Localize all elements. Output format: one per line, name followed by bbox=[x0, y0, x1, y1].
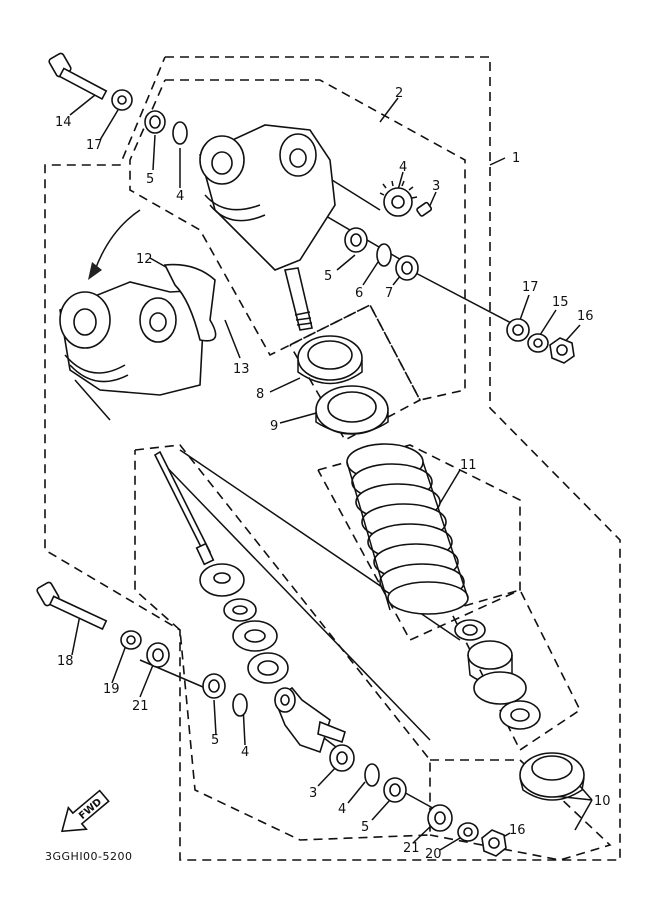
callout-4: 4 bbox=[338, 802, 346, 817]
callout-20: 20 bbox=[425, 847, 442, 862]
callout-21: 21 bbox=[132, 699, 149, 714]
upper-bolt bbox=[48, 52, 108, 101]
callout-6: 6 bbox=[355, 286, 363, 301]
adjuster-gear-4 bbox=[379, 180, 418, 217]
callout-4: 4 bbox=[399, 160, 407, 175]
collar-21-right bbox=[427, 804, 453, 832]
lower-mount-outline bbox=[429, 759, 612, 861]
callout-16: 16 bbox=[577, 309, 594, 324]
callout-11: 11 bbox=[460, 458, 477, 473]
adjuster-ring-8 bbox=[297, 335, 363, 385]
callout-18: 18 bbox=[57, 654, 74, 669]
callout-15: 15 bbox=[552, 295, 569, 310]
callout-5: 5 bbox=[324, 269, 332, 284]
callout-5: 5 bbox=[211, 733, 219, 748]
circlip-4-lower bbox=[232, 693, 248, 717]
bump-stop-10 bbox=[519, 752, 585, 801]
lower-bolt-18 bbox=[36, 581, 108, 631]
assembly-outline-1 bbox=[44, 56, 621, 861]
callout-8: 8 bbox=[256, 387, 264, 402]
callout-1: 1 bbox=[512, 151, 520, 166]
rod-assembly-outline bbox=[134, 444, 431, 841]
callout-5: 5 bbox=[146, 172, 154, 187]
callout-16: 16 bbox=[509, 823, 526, 838]
collar-21-left bbox=[146, 642, 170, 668]
coil-spring bbox=[346, 443, 469, 615]
screw-3-upper bbox=[416, 201, 433, 217]
lower-clevis bbox=[274, 686, 346, 754]
callout-17: 17 bbox=[522, 280, 539, 295]
callout-4: 4 bbox=[176, 189, 184, 204]
callout-9: 9 bbox=[270, 419, 278, 434]
callout-4: 4 bbox=[241, 745, 249, 760]
callout-3: 3 bbox=[432, 179, 440, 194]
damper-alt-view bbox=[59, 263, 217, 421]
callout-19: 19 bbox=[103, 682, 120, 697]
callout-21: 21 bbox=[403, 841, 420, 856]
callout-7: 7 bbox=[385, 286, 393, 301]
rod-seal-stack bbox=[199, 563, 289, 684]
damper-body bbox=[199, 124, 336, 331]
spring-seat bbox=[467, 640, 541, 730]
piston-rod bbox=[153, 450, 215, 566]
callout-10: 10 bbox=[594, 794, 611, 809]
callout-12: 12 bbox=[136, 252, 153, 267]
callouts: 1 2 3 3 4 4 4 4 5 5 5 5 6 7 8 9 10 11 12… bbox=[55, 86, 611, 862]
callout-5: 5 bbox=[361, 820, 369, 835]
callout-17: 17 bbox=[86, 138, 103, 153]
callout-13: 13 bbox=[233, 362, 250, 377]
lock-ring-9 bbox=[315, 385, 389, 435]
circlip-6 bbox=[376, 243, 392, 267]
fwd-arrow-icon: FWD bbox=[60, 789, 110, 833]
diagram-code: 3GGHI00-5200 bbox=[45, 850, 133, 863]
arrow-rotate bbox=[94, 209, 141, 271]
circlip-4-right bbox=[364, 763, 380, 787]
circlip-4-upper bbox=[172, 121, 188, 145]
callout-2: 2 bbox=[395, 86, 403, 101]
callout-14: 14 bbox=[55, 115, 72, 130]
callout-3: 3 bbox=[309, 786, 317, 801]
